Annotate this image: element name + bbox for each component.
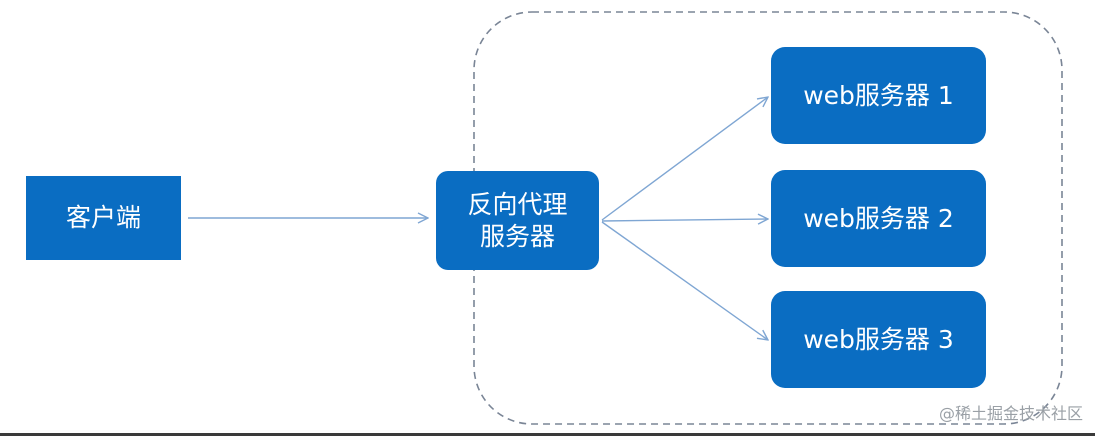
client-node: 客户端 xyxy=(26,176,181,260)
reverse-proxy-node: 反向代理 服务器 xyxy=(436,171,599,270)
watermark-text: @稀土掘金技术社区 xyxy=(938,404,1083,423)
web-server-node-2-label: web服务器 2 xyxy=(803,203,954,233)
arrow-proxy-to-web-1 xyxy=(601,97,768,221)
web-server-node-1: web服务器 1 xyxy=(771,47,986,144)
web-server-node-3-label: web服务器 3 xyxy=(803,324,954,354)
client-node-label: 客户端 xyxy=(65,203,141,233)
web-server-node-3: web服务器 3 xyxy=(771,291,986,388)
arrow-proxy-to-web-3 xyxy=(601,221,768,340)
bottom-divider xyxy=(0,433,1095,436)
web-server-node-1-label: web服务器 1 xyxy=(803,80,954,110)
reverse-proxy-node-label: 反向代理 服务器 xyxy=(467,190,568,251)
web-server-node-2: web服务器 2 xyxy=(771,170,986,267)
arrow-proxy-to-web-2 xyxy=(601,219,768,221)
